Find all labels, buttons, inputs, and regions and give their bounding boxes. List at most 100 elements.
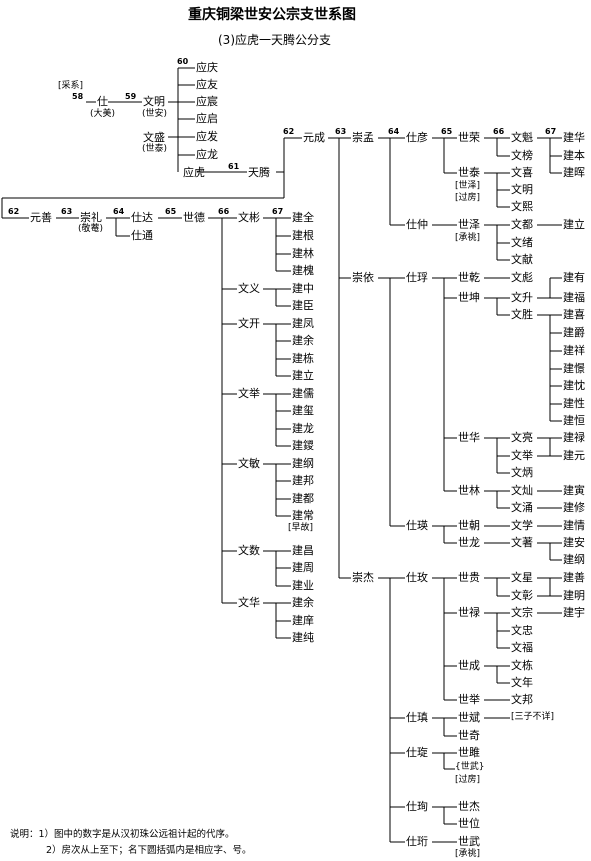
bracket-note: [世泽] bbox=[455, 181, 481, 191]
person-name: 建修 bbox=[563, 501, 585, 514]
person-name: 应宸 bbox=[196, 95, 218, 108]
person-name: 世举 bbox=[458, 693, 480, 706]
person-name: 建恒 bbox=[563, 414, 585, 427]
person-name: 建栋 bbox=[292, 352, 314, 365]
person-name: 建晖 bbox=[563, 166, 585, 179]
person-name: 文熙 bbox=[511, 200, 533, 213]
person-name: 天腾 bbox=[248, 166, 270, 179]
person-name: 建龙 bbox=[292, 422, 314, 435]
person-name: 文栋 bbox=[511, 659, 533, 672]
person-name: 建余 bbox=[292, 334, 314, 347]
person-name: 仕彦 bbox=[406, 131, 428, 144]
person-name: 建邦 bbox=[292, 474, 314, 487]
generation-number: 60 bbox=[177, 57, 189, 66]
person-name: 世乾 bbox=[458, 271, 480, 284]
person-name: 建根 bbox=[292, 229, 314, 242]
person-name: 仕 bbox=[97, 95, 108, 108]
person-name: 建爵 bbox=[563, 326, 585, 339]
generation-number: 66 bbox=[218, 207, 230, 216]
person-name: 建喜 bbox=[563, 308, 585, 321]
generation-number: 61 bbox=[228, 162, 240, 171]
person-name: 建忱 bbox=[563, 379, 585, 392]
person-name: 仕达 bbox=[131, 211, 153, 224]
person-name: 世坤 bbox=[458, 291, 480, 304]
person-name: 世杰 bbox=[458, 800, 480, 813]
person-name: 文举 bbox=[511, 449, 533, 462]
person-name: 世贵 bbox=[458, 571, 480, 584]
person-name: 仕珣 bbox=[406, 800, 428, 813]
person-name: 应发 bbox=[196, 130, 218, 143]
person-name: 建善 bbox=[563, 571, 585, 584]
generation-number: 59 bbox=[125, 92, 137, 101]
generation-number: 62 bbox=[8, 207, 20, 216]
person-name: 建立 bbox=[292, 369, 314, 382]
generation-number: 65 bbox=[165, 207, 177, 216]
person-name: 建林 bbox=[292, 247, 314, 260]
person-name: 应虎 bbox=[183, 166, 205, 179]
person-name: 文宗 bbox=[511, 606, 533, 619]
courtesy-name: (敬菴) bbox=[78, 224, 104, 234]
bracket-note: [采系] bbox=[58, 81, 84, 91]
person-name: 建华 bbox=[563, 131, 585, 144]
person-name: 文彪 bbox=[511, 271, 533, 284]
person-name: 崇孟 bbox=[352, 131, 374, 144]
bracket-note: [过房] bbox=[455, 775, 481, 785]
person-name: 建本 bbox=[563, 149, 585, 162]
person-name: 建庠 bbox=[292, 614, 314, 627]
generation-number: 62 bbox=[283, 127, 295, 136]
person-name: 仕琈 bbox=[406, 271, 428, 284]
person-name: 崇杰 bbox=[352, 571, 374, 584]
person-name: 文学 bbox=[511, 519, 533, 532]
page-title: 重庆铜梁世安公宗支世系图 bbox=[188, 7, 356, 23]
bracket-note: {世武} bbox=[455, 762, 485, 772]
bracket-note: [三子不详] bbox=[511, 712, 555, 722]
person-name: 文绪 bbox=[511, 236, 533, 249]
person-name: 仕瑛 bbox=[406, 519, 428, 532]
bracket-note: [过房] bbox=[455, 193, 481, 203]
person-name: 建昌 bbox=[292, 544, 314, 557]
person-name: 建寅 bbox=[563, 484, 585, 497]
person-name: 建憬 bbox=[563, 362, 585, 375]
person-name: 世朝 bbox=[458, 519, 480, 532]
generation-number: 64 bbox=[388, 127, 400, 136]
person-name: 元善 bbox=[30, 211, 52, 224]
person-name: 文魁 bbox=[511, 131, 533, 144]
generation-number: 67 bbox=[272, 207, 284, 216]
person-name: 建纲 bbox=[563, 553, 585, 566]
person-name: 应友 bbox=[196, 78, 218, 91]
generation-number: 64 bbox=[113, 207, 125, 216]
person-name: 仕仲 bbox=[406, 218, 428, 231]
person-name: 建都 bbox=[292, 492, 314, 505]
person-name: 文义 bbox=[238, 282, 260, 295]
person-name: 文炳 bbox=[511, 466, 533, 479]
person-name: 建槐 bbox=[292, 264, 314, 277]
generation-number: 63 bbox=[335, 127, 347, 136]
person-name: 仕瑱 bbox=[406, 711, 428, 724]
person-name: 应庆 bbox=[196, 61, 218, 74]
person-name: 文涌 bbox=[511, 501, 533, 514]
person-name: 建禄 bbox=[563, 431, 585, 444]
person-name: 文都 bbox=[511, 218, 533, 231]
person-name: 文献 bbox=[511, 253, 533, 266]
person-name: 文明 bbox=[511, 183, 533, 196]
person-name: 建安 bbox=[563, 536, 585, 549]
person-name: 建全 bbox=[292, 211, 314, 224]
person-name: 建玺 bbox=[292, 404, 314, 417]
person-name: 世斌 bbox=[458, 711, 480, 724]
person-name: 文举 bbox=[238, 387, 260, 400]
person-name: 世雎 bbox=[458, 746, 480, 759]
person-name: 文年 bbox=[511, 676, 533, 689]
generation-number: 63 bbox=[61, 207, 73, 216]
person-name: 建中 bbox=[292, 282, 314, 295]
person-name: 崇依 bbox=[352, 271, 374, 284]
person-name: 文榜 bbox=[511, 149, 533, 162]
bracket-note: [承祧] bbox=[455, 233, 481, 243]
person-name: 世泽 bbox=[458, 218, 480, 231]
person-name: 文敏 bbox=[238, 457, 260, 470]
generation-number: 67 bbox=[545, 127, 557, 136]
person-name: 世荣 bbox=[458, 131, 480, 144]
person-name: 世德 bbox=[183, 211, 205, 224]
person-name: 世华 bbox=[458, 431, 480, 444]
note-line-2: 2）房次从上至下；名下圆括弧内是相应字、号。 bbox=[46, 845, 252, 856]
